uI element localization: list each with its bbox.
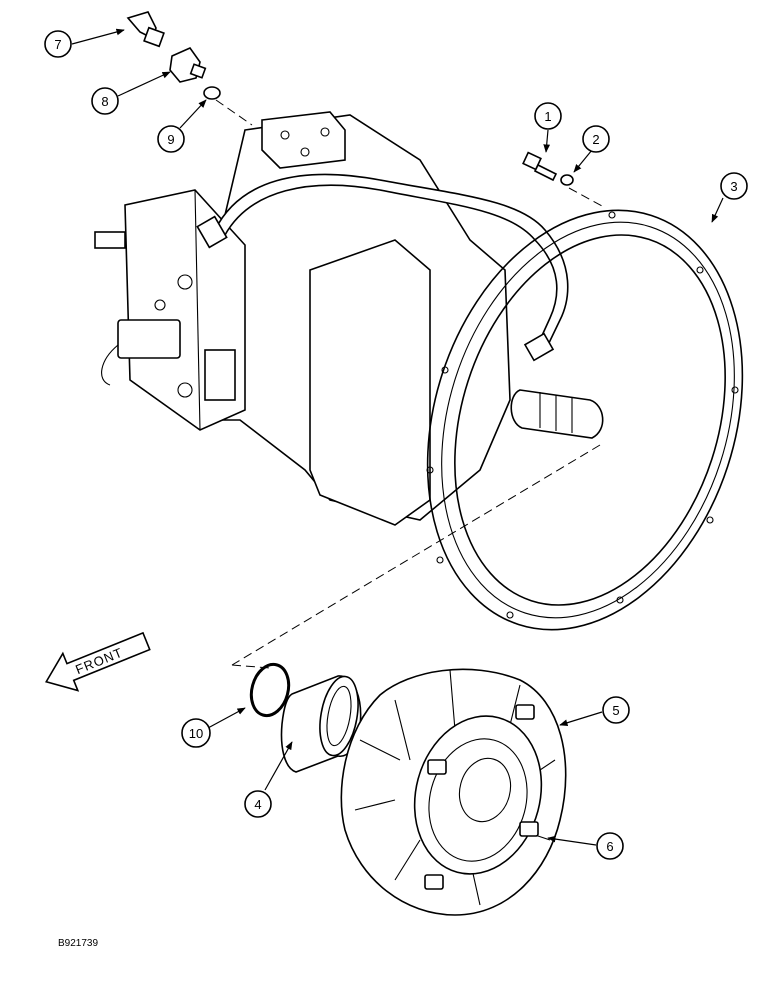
elbow-fitting — [126, 11, 165, 48]
ring-bolt-holes — [426, 211, 739, 619]
front-label: FRONT — [73, 645, 125, 678]
svg-text:1: 1 — [544, 109, 551, 124]
flange-bolt-hole — [320, 127, 330, 137]
hose-end-fitting — [523, 332, 555, 362]
hydraulic-pump — [94, 111, 604, 526]
control-valve-block — [204, 349, 236, 401]
callout-5: 5 — [602, 696, 630, 724]
pump-drive-shaft — [510, 389, 604, 439]
end-plate-port — [154, 299, 166, 311]
hose-elbow-fitting — [196, 215, 228, 249]
bushing — [280, 675, 362, 773]
svg-text:2: 2 — [592, 132, 599, 147]
pump-top-flange — [261, 111, 346, 169]
side-fitting — [94, 231, 126, 249]
alignment-line — [568, 187, 603, 207]
alignment-line — [215, 99, 253, 126]
coupling-hub — [413, 715, 543, 875]
solenoid-connector — [117, 319, 181, 359]
front-arrow-icon: FRONT — [45, 631, 151, 692]
callout-1: 1 — [534, 102, 562, 130]
callout-8: 8 — [91, 87, 119, 115]
svg-text:10: 10 — [189, 726, 203, 741]
svg-text:6: 6 — [606, 839, 613, 854]
callout-2: 2 — [582, 125, 610, 153]
callout-3: 3 — [720, 172, 748, 200]
adapter-fitting — [169, 47, 207, 83]
svg-text:3: 3 — [730, 179, 737, 194]
alignment-line — [231, 444, 601, 666]
solenoid-wire — [101, 344, 119, 386]
end-plate-port — [177, 382, 193, 398]
end-plate-edge — [194, 189, 201, 431]
callout-leaders — [71, 28, 724, 846]
callout-4: 4 — [244, 790, 272, 818]
coupling-bolts — [424, 704, 539, 890]
washer — [560, 174, 574, 186]
svg-text:4: 4 — [254, 797, 261, 812]
o-ring-large — [249, 662, 291, 718]
flexible-coupling — [340, 668, 567, 916]
callout-7: 7 — [44, 30, 72, 58]
callout-6: 6 — [596, 832, 624, 860]
shaft-splines — [539, 392, 573, 433]
svg-text:8: 8 — [101, 94, 108, 109]
svg-text:9: 9 — [167, 132, 174, 147]
pump-cover — [309, 239, 431, 526]
cap-screw — [522, 151, 558, 182]
end-plate-port — [177, 274, 193, 290]
svg-text:7: 7 — [54, 37, 61, 52]
flywheel-housing-ring — [426, 209, 744, 631]
flange-bolt-hole — [280, 130, 290, 140]
flange-bolt-hole — [300, 147, 310, 157]
callout-10: 10 — [181, 718, 211, 748]
svg-text:5: 5 — [612, 703, 619, 718]
hub-bore — [458, 757, 512, 823]
callout-9: 9 — [157, 125, 185, 153]
drawing-id: B921739 — [58, 938, 98, 949]
o-ring-small — [203, 86, 221, 100]
